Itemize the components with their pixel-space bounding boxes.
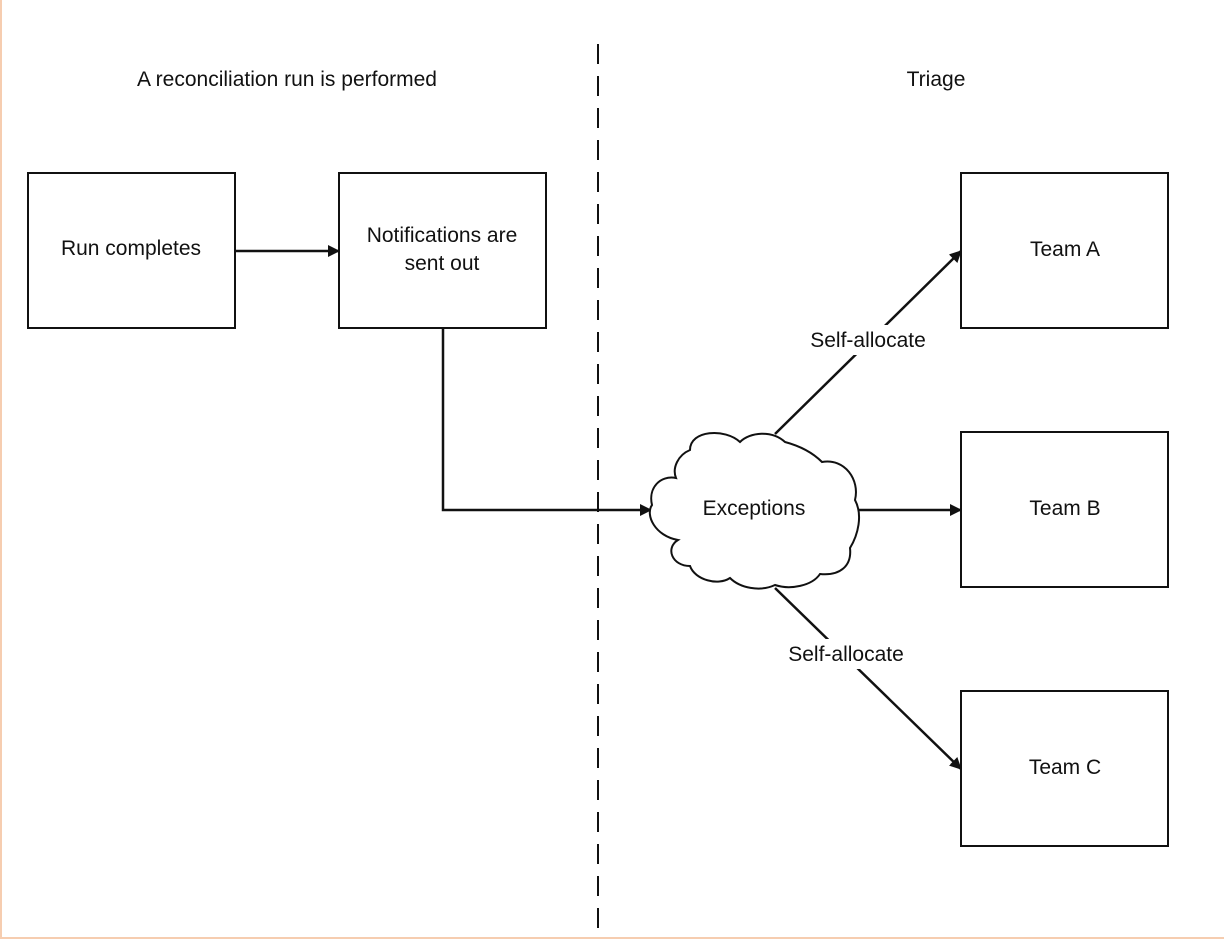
edge-label-team-a: Self-allocate — [801, 325, 935, 355]
node-notifications: Notifications are sent out — [338, 172, 547, 329]
node-exceptions-label: Exceptions — [703, 497, 806, 520]
node-team-a-label: Team A — [1030, 238, 1100, 261]
node-team-b-label: Team B — [1029, 497, 1100, 520]
node-team-c: Team C — [960, 690, 1169, 847]
node-run-completes: Run completes — [27, 172, 236, 329]
node-team-c-label: Team C — [1029, 756, 1101, 779]
section-title-run: A reconciliation run is performed — [137, 68, 437, 91]
node-team-b: Team B — [960, 431, 1169, 588]
node-notifications-label-line1: Notifications are — [367, 224, 518, 247]
edge-label-team-a-text: Self-allocate — [810, 329, 926, 352]
node-exceptions: Exceptions — [648, 431, 861, 590]
edge-exceptions-to-team-c — [774, 587, 962, 770]
edge-label-team-c: Self-allocate — [779, 639, 913, 669]
edge-label-team-c-text: Self-allocate — [788, 643, 904, 666]
edge-notifications-to-exceptions — [441, 328, 652, 516]
node-run-completes-label: Run completes — [61, 237, 201, 260]
node-notifications-label-line2: sent out — [405, 252, 480, 275]
section-title-triage: Triage — [907, 68, 966, 91]
node-team-a: Team A — [960, 172, 1169, 329]
